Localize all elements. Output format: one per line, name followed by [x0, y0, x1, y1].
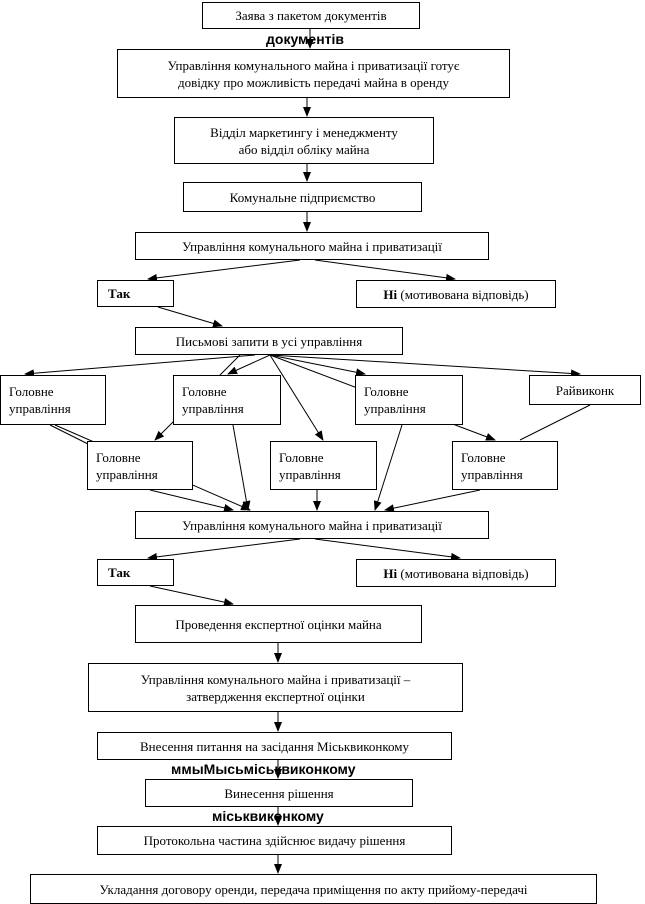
certificate-label: Управління комунального майна і приватиз… [167, 57, 460, 90]
submit-to-council-box: Внесення питання на засідання Міськвикон… [97, 732, 452, 760]
arrow-gu-d-to-ukmp2 [149, 489, 234, 512]
no-label-2-rest: (мотивована відповідь) [397, 565, 529, 581]
marketing-box: Відділ маркетингу і менеджменту або відд… [174, 117, 434, 164]
arrow-ukmp1-to-yes1 [147, 259, 301, 282]
line-raivykonk-to-gu-f [519, 404, 591, 441]
overlay-documents: документів [266, 31, 344, 47]
yes-label-1: Так [108, 286, 131, 301]
no-label-2: Ні (мотивована відповідь) [383, 565, 528, 582]
overlay-city-council: міськвиконкому [212, 808, 324, 824]
ukmp-box-2: Управління комунального майна і приватиз… [135, 511, 489, 539]
main-department-c-label: Головне управління [364, 384, 426, 416]
main-department-e-label: Головне управління [279, 449, 341, 482]
main-department-d: Головне управління [87, 441, 193, 490]
application-box: Заява з пакетом документів [202, 2, 420, 29]
approval-box: Управління комунального майна і приватиз… [88, 663, 463, 712]
arrow-ukmp1-to-no1 [314, 259, 456, 282]
written-requests-box: Письмові запити в усі управління [135, 327, 403, 355]
submit-to-council-label: Внесення питання на засідання Міськвикон… [139, 738, 410, 754]
no-label-1-bold: Ні [383, 286, 398, 302]
main-department-a-label: Головне управління [9, 384, 71, 416]
no-label-1: Ні (мотивована відповідь) [383, 286, 528, 303]
decision-box: Винесення рішення [145, 779, 413, 807]
ukmp-label-2: Управління комунального майна і приватиз… [182, 517, 442, 533]
main-department-a: Головне управління [0, 375, 106, 425]
main-department-f-label: Головне управління [461, 449, 523, 482]
main-department-e: Головне управління [270, 441, 377, 490]
district-executive-label: Райвиконк [555, 382, 615, 398]
approval-label: Управління комунального майна і приватиз… [140, 671, 411, 704]
communal-enterprise-label: Комунальне підприємство [229, 189, 376, 205]
no-box-1: Ні (мотивована відповідь) [356, 280, 556, 308]
main-department-b: Головне управління [173, 375, 281, 425]
protocol-box: Протокольна частина здійснює видачу ріше… [97, 826, 452, 855]
communal-enterprise-box: Комунальне підприємство [183, 182, 422, 212]
main-department-b-label: Головне управління [182, 384, 244, 416]
main-department-f: Головне управління [452, 441, 558, 490]
line-gu-a-to-gu-d [49, 424, 91, 446]
contract-box: Укладання договору оренди, передача прим… [30, 874, 597, 904]
arrow-ukmp2-to-no2 [314, 538, 461, 561]
yes-label-2: Так [108, 565, 131, 580]
arrow-gu-f-to-ukmp2 [384, 489, 481, 513]
marketing-label: Відділ маркетингу і менеджменту або відд… [210, 124, 398, 157]
arrow-yes2-to-expert [149, 585, 234, 607]
arrow-yes1-to-requests [157, 306, 223, 328]
arrow-requests-to-gu-e [269, 354, 324, 441]
arrow-requests-to-gu-a [24, 354, 256, 378]
ukmp-label-1: Управління комунального майна і приватиз… [182, 238, 442, 254]
yes-box-1: Так [97, 280, 174, 307]
written-requests-label: Письмові запити в усі управління [175, 333, 363, 349]
arrow-ukmp2-to-yes2 [147, 538, 301, 561]
expert-assessment-label: Проведення експертної оцінки майна [175, 616, 382, 632]
main-department-d-label: Головне управління [96, 449, 158, 482]
arrow-requests-to-gu-b [227, 354, 271, 375]
arrow-gu-b-to-ukmp2 [232, 424, 251, 511]
contract-label: Укладання договору оренди, передача прим… [99, 881, 528, 897]
no-label-1-rest: (мотивована відповідь) [397, 286, 529, 302]
no-box-2: Ні (мотивована відповідь) [356, 559, 556, 587]
arrow-requests-to-gu-c [269, 354, 366, 377]
overlay-city-council-garbled: ммыМысьміськвиконкому [171, 761, 356, 777]
arrow-requests-to-raivykonk [269, 354, 581, 378]
main-department-c: Головне управління [355, 375, 463, 425]
certificate-box: Управління комунального майна і приватиз… [117, 49, 510, 98]
arrow-gu-c-to-ukmp2 [373, 424, 403, 511]
district-executive-box: Райвиконк [529, 375, 641, 405]
ukmp-box-1: Управління комунального майна і приватиз… [135, 232, 489, 260]
protocol-label: Протокольна частина здійснює видачу ріше… [143, 833, 406, 848]
yes-box-2: Так [97, 559, 174, 586]
expert-assessment-box: Проведення експертної оцінки майна [135, 605, 422, 643]
application-label: Заява з пакетом документів [235, 8, 387, 23]
decision-label: Винесення рішення [224, 785, 334, 801]
no-label-2-bold: Ні [383, 565, 398, 581]
